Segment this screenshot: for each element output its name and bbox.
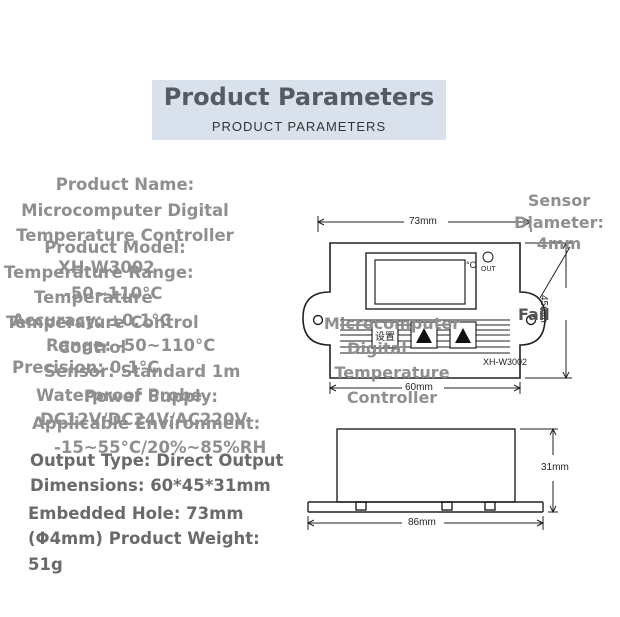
set-button-label: 设置 xyxy=(375,332,395,343)
spec-control-range-1: Temperature Control xyxy=(6,313,199,332)
controller-label-1: Microcomputer xyxy=(323,314,461,333)
up-arrow-icon xyxy=(416,328,432,343)
spec-accuracy-value: Accuracy: ±0.1°C xyxy=(12,311,172,330)
sensor-diameter-line-3: 4mm xyxy=(536,234,582,253)
spec-power-value: DC12V/DC24V/AC220V xyxy=(40,410,248,429)
dimension-side-height xyxy=(520,427,558,514)
out-indicator xyxy=(482,251,494,263)
spec-sensor: Sensor: Standard 1m xyxy=(44,362,241,381)
fail-label: Fail xyxy=(518,305,550,324)
side-width-label: 86mm xyxy=(408,517,436,528)
left-mount-hole xyxy=(312,314,324,326)
controller-front-outline xyxy=(302,242,546,379)
arrow-icon xyxy=(455,328,471,343)
dimension-bottom xyxy=(328,382,522,394)
display-window xyxy=(365,252,477,310)
width-bottom-label: 60mm xyxy=(405,382,433,393)
device-model-label: XH-W3002 xyxy=(483,357,528,367)
controller-side-view xyxy=(307,428,544,513)
side-height-label: 31mm xyxy=(541,462,569,473)
spec-name-value-1: Microcomputer Digital xyxy=(21,201,229,220)
page-subtitle: PRODUCT PARAMETERS xyxy=(211,119,387,134)
page-title: Product Parameters xyxy=(163,83,435,111)
spec-model-label: Product Model: xyxy=(44,238,186,257)
spec-output-type: Output Type: Direct Output xyxy=(30,451,284,470)
spec-environment-label: Applicable Environment: xyxy=(32,414,261,433)
lcd-screen xyxy=(374,259,466,305)
spec-waterproof: Waterproof Probe xyxy=(36,386,203,405)
spec-precision-1: Control xyxy=(58,338,127,357)
controller-label-4: Controller xyxy=(346,388,438,407)
dimension-top xyxy=(316,216,533,232)
spec-weight-2: 51g xyxy=(28,555,63,574)
width-top-label: 73mm xyxy=(409,216,437,227)
spec-weight-1: (Φ4mm) Product Weight: xyxy=(28,529,260,548)
spec-power-label: Power Supply: xyxy=(84,387,219,406)
spec-accuracy-label: Temperature xyxy=(34,288,153,307)
spec-environment-value: -15~55°C/20%~85%RH xyxy=(54,438,267,457)
controller-label-3: Temperature xyxy=(334,363,450,382)
spec-temp-range-label: Temperature Range: xyxy=(4,263,194,282)
unit-mark: °C xyxy=(466,260,477,270)
spec-embedded-hole: Embedded Hole: 73mm xyxy=(28,504,244,523)
spec-name-value-2: Temperature Controller xyxy=(16,226,234,245)
header-banner: Product Parameters PRODUCT PARAMETERS xyxy=(152,80,446,140)
spec-temp-range-value: -50~110°C xyxy=(64,284,163,303)
out-mark: OUT xyxy=(481,266,496,273)
dimension-side-width xyxy=(306,516,545,530)
right-mount-hole xyxy=(525,314,537,326)
spec-dimensions: Dimensions: 60*45*31mm xyxy=(30,476,271,495)
controller-label-2: Digital xyxy=(347,339,407,358)
dimension-right xyxy=(525,241,572,380)
spec-control-range-2: Range: -50~110°C xyxy=(46,336,216,355)
sensor-diameter-line-2: Diameter: xyxy=(514,213,604,232)
set-button-shape xyxy=(371,321,399,349)
spec-model-value: XH-W3002 xyxy=(58,258,155,277)
spec-name-label: Product Name: xyxy=(55,175,195,194)
sensor-diameter-line-1: Sensor xyxy=(527,191,591,210)
spec-precision-2: Precision: 0.1°C xyxy=(12,358,160,377)
